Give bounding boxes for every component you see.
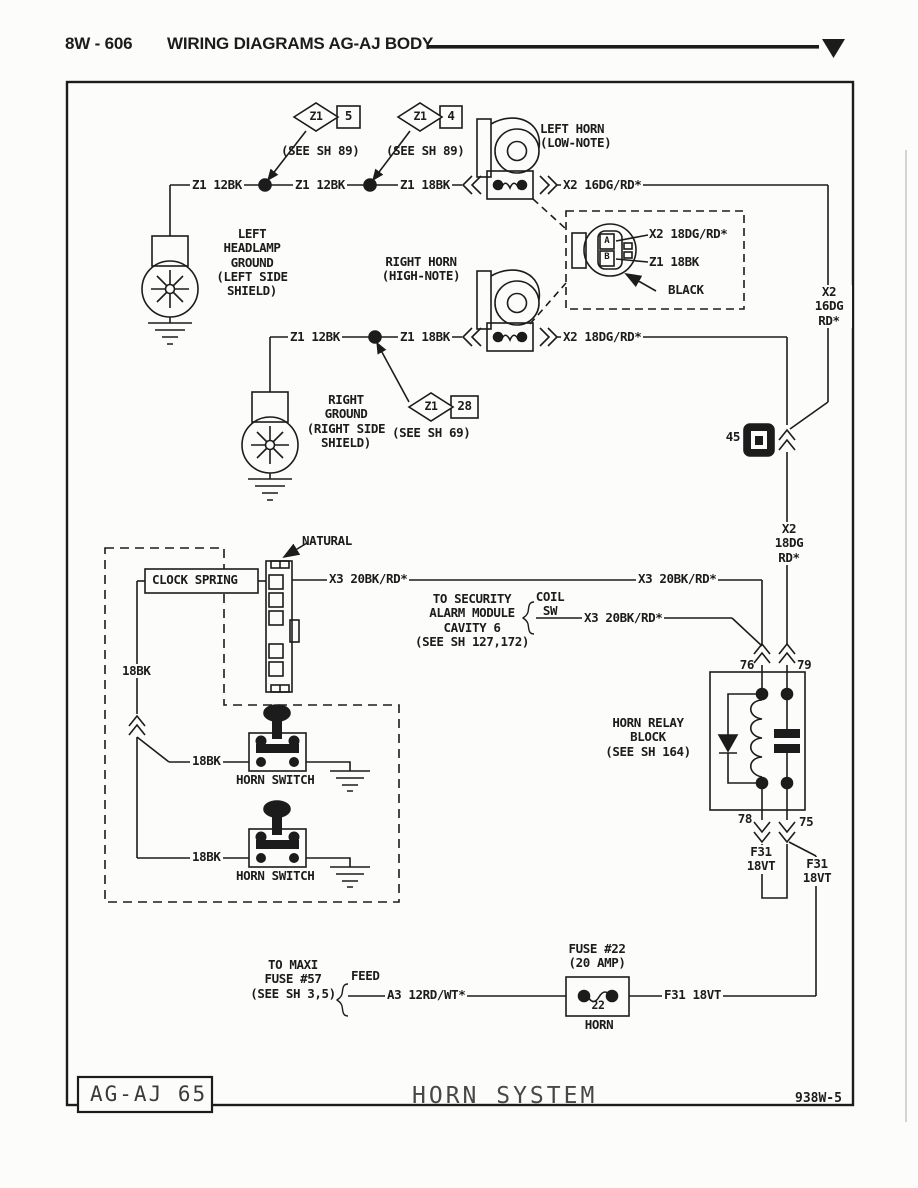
page-code: 8W - 606 [65, 34, 133, 53]
page-border [65, 80, 907, 1122]
detail-wire-b-label: Z1 18BK [649, 254, 699, 269]
callout-diamond-sh4 [396, 102, 463, 132]
callout-zone: Z1 [413, 109, 427, 123]
splice-dot [258, 178, 272, 192]
callout-zone: Z1 [309, 109, 323, 123]
horn-relay-label: HORN RELAY BLOCK (SEE SH 164) [605, 715, 691, 759]
horn-switch-1-label: HORN SWITCH [236, 772, 315, 787]
security-alarm-note: TO SECURITY ALARM MODULE CAVITY 6 (SEE S… [414, 591, 529, 649]
terminal-78-label: 78 [737, 811, 753, 826]
fuse-title-label: FUSE #22 (20 AMP) [568, 941, 626, 971]
page-title: WIRING DIAGRAMS AG-AJ BODY [167, 34, 434, 53]
fuse-22-symbol [336, 976, 630, 1017]
wire-label: 18BK [120, 663, 153, 679]
left-horn-icon [476, 117, 541, 178]
ground-icon [248, 478, 292, 501]
left-headlamp-ground-label: LEFT HEADLAMP GROUND (LEFT SIDE SHIELD) [216, 226, 288, 298]
fuse-name-label: HORN [584, 1017, 614, 1032]
connector-color-label: NATURAL [302, 533, 352, 548]
fuse-element-icon [586, 991, 612, 1003]
wire-label: X3 20BK/RD* [327, 571, 410, 587]
f31-wires [629, 841, 817, 997]
wire-label: 18BK [190, 753, 223, 769]
left-horn-label: LEFT HORN (LOW-NOTE) [540, 121, 612, 151]
feed-brace [336, 983, 349, 1017]
splice-dot [368, 330, 382, 344]
left-horn-connector [461, 170, 559, 200]
callout-note: (SEE SH 89) [281, 143, 360, 158]
wire-label: Z1 12BK [190, 177, 244, 193]
cavity-a-label: A [604, 236, 610, 246]
coil-sw-label: COIL SW [535, 589, 565, 619]
callout-zone: Z1 [424, 399, 438, 413]
wire-label: 18BK [190, 849, 223, 865]
ground-icon [148, 322, 192, 345]
callout-diamond-sh28 [407, 392, 479, 422]
horn-switch-2-label: HORN SWITCH [236, 868, 315, 883]
ground-icon [330, 866, 370, 888]
terminal-76-label: 76 [739, 657, 755, 672]
cavity-b-label: B [604, 252, 610, 262]
callout-note: (SEE SH 89) [386, 143, 465, 158]
right-horn-connector [461, 322, 559, 352]
wire-label-stack: F31 18VT [740, 844, 782, 874]
left-horn-circuit-wires [169, 130, 829, 430]
wire-label: A3 12RD/WT* [385, 987, 468, 1003]
callout-sheet-num: 5 [344, 108, 353, 123]
right-horn-icon [476, 269, 541, 330]
diode-icon [717, 734, 739, 753]
connector-detail-box [529, 198, 745, 325]
clock-spring [137, 542, 308, 693]
clock-spring-label: CLOCK SPRING [152, 572, 238, 587]
footer-page-label: AG-AJ 65 [90, 1082, 208, 1106]
wire-label-stack: X2 16DG RD* [806, 284, 852, 328]
splice-dot [363, 178, 377, 192]
fuse-cavity-label: 22 [591, 998, 605, 1012]
right-horn-label: RIGHT HORN (HIGH-NOTE) [381, 254, 461, 284]
wire-label: Z1 12BK [288, 329, 342, 345]
ground-icon [330, 770, 370, 792]
footer-plate [76, 1075, 214, 1114]
wire-label: X3 20BK/RD* [582, 610, 665, 626]
wire-label: Z1 18BK [398, 177, 452, 193]
footer-title: HORN SYSTEM [412, 1083, 598, 1109]
wire-label: X2 18DG/RD* [561, 329, 644, 345]
header-rule [427, 39, 845, 58]
callout-sheet-num: 28 [457, 398, 472, 413]
left-headlamp-ground-symbol [141, 235, 199, 345]
clock-spring-connector [265, 560, 293, 693]
callout-note: (SEE SH 69) [392, 425, 471, 440]
wire-label: X2 16DG/RD* [561, 177, 644, 193]
callout-diamond-sh5 [292, 102, 361, 132]
feed-label: FEED [351, 968, 380, 983]
wire-label: Z1 18BK [398, 329, 452, 345]
footer-doc-number: 938W-5 [795, 1091, 842, 1106]
maxi-fuse-note: TO MAXI FUSE #57 (SEE SH 3,5) [250, 957, 336, 1001]
horn-relay-block-symbol [709, 642, 806, 844]
relay-contact-icon [774, 729, 800, 738]
wire-label: Z1 12BK [293, 177, 347, 193]
wire-label-stack: X2 18DG RD* [766, 521, 812, 565]
coil-sw-brace [522, 601, 535, 635]
wire-label: X3 20BK/RD* [636, 571, 719, 587]
relay-contact-icon [774, 744, 800, 753]
right-ground-label: RIGHT GROUND (RIGHT SIDE SHIELD) [306, 392, 386, 450]
relay-coil-icon [749, 699, 763, 778]
terminal-79-label: 79 [797, 657, 812, 672]
terminal-75-label: 75 [799, 814, 814, 829]
connector-45-label: 45 [725, 429, 741, 444]
right-ground-symbol [241, 391, 299, 501]
wire-label-stack: F31 18VT [796, 856, 838, 886]
horn-switch-2-symbol [248, 800, 307, 868]
detail-color-label: BLACK [668, 282, 704, 297]
callout-sheet-num: 4 [447, 108, 455, 123]
wire-label: F31 18VT [662, 987, 724, 1003]
header-triangle-icon [822, 39, 845, 58]
horn-switch-1-symbol [248, 704, 307, 772]
detail-wire-a-label: X2 18DG/RD* [649, 226, 728, 241]
steering-column-dashed-boundary [104, 547, 400, 903]
